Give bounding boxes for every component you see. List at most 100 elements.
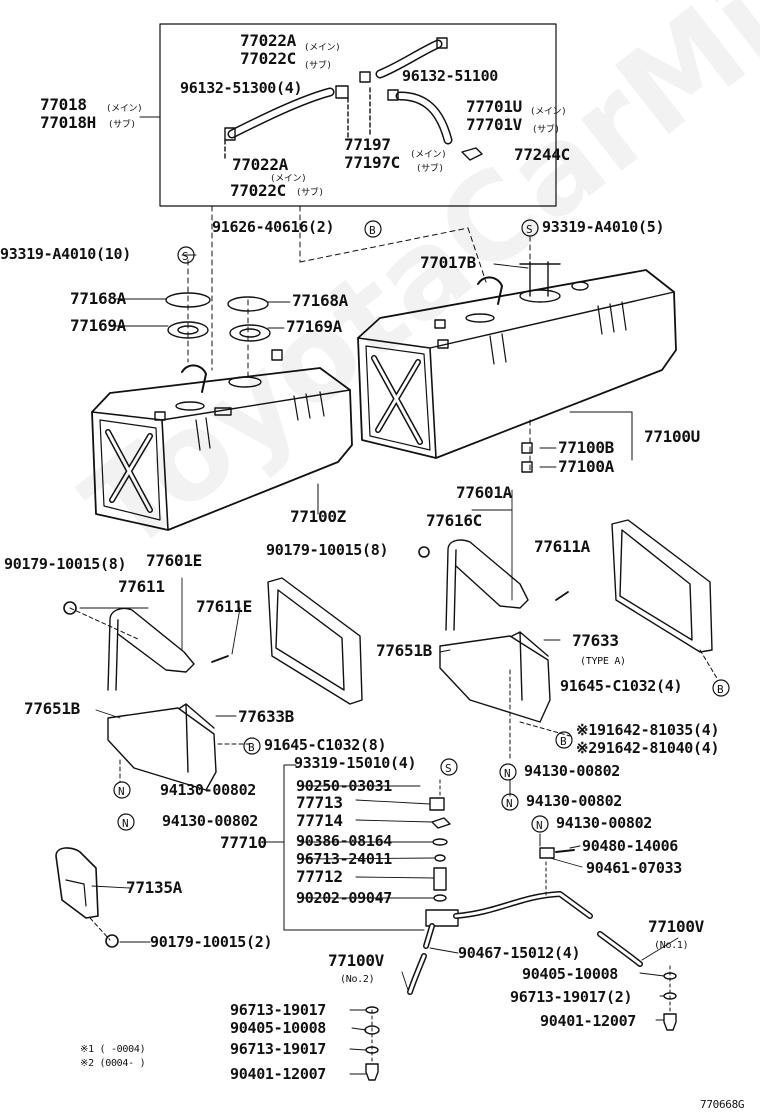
clamp bbox=[436, 37, 448, 49]
part-77100b: 77100B bbox=[558, 438, 614, 457]
symbol-n bbox=[531, 815, 549, 833]
part-77701v-note: (サブ) bbox=[532, 125, 560, 135]
symbol-n bbox=[113, 781, 131, 799]
symbol-b-letter: B bbox=[560, 735, 567, 748]
part-77701u: 77701U bbox=[466, 97, 522, 116]
symbol-s-letter: S bbox=[445, 762, 452, 775]
symbol-n-letter: N bbox=[536, 819, 543, 832]
bracket-group-right bbox=[267, 519, 713, 723]
symbol-n bbox=[117, 813, 135, 831]
part-77714: 77714 bbox=[296, 811, 343, 830]
part-91642-81035: ※191642-81035(4) bbox=[576, 721, 720, 739]
part-77018-note: (メイン) bbox=[106, 104, 143, 114]
clamp bbox=[224, 127, 236, 141]
symbol-b bbox=[243, 737, 261, 755]
part-77018h-note: (サブ) bbox=[108, 120, 136, 130]
symbol-n-letter: N bbox=[122, 817, 129, 830]
part-77611e: 77611E bbox=[196, 597, 252, 616]
symbol-s-letter: S bbox=[526, 223, 533, 236]
part-77601a: 77601A bbox=[456, 483, 512, 502]
part-77168a-right: 77168A bbox=[292, 291, 348, 310]
part-77611a: 77611A bbox=[534, 537, 590, 556]
part-77100z: 77100Z bbox=[290, 507, 346, 526]
part-93319-a4010-10: 93319-A4010(10) bbox=[0, 245, 131, 263]
symbol-s bbox=[177, 246, 195, 264]
part-90401-12007-left: 90401-12007 bbox=[230, 1065, 327, 1083]
part-77712: 77712 bbox=[296, 867, 343, 886]
part-77651b-left: 77651B bbox=[24, 699, 80, 718]
part-77100a: 77100A bbox=[558, 457, 614, 476]
gasket-77168a-right bbox=[227, 296, 269, 312]
symbol-b bbox=[364, 220, 382, 238]
symbol-n-letter: N bbox=[504, 767, 511, 780]
part-94130-00802-left-2: 94130-00802 bbox=[162, 812, 259, 830]
part-96713-19017-left-2: 96713-19017 bbox=[230, 1040, 327, 1058]
part-77169a-left: 77169A bbox=[70, 316, 126, 335]
nut-90179 bbox=[63, 601, 77, 615]
part-77713: 77713 bbox=[296, 793, 343, 812]
part-77701v: 77701V bbox=[466, 115, 522, 134]
footnote-2: ※2 (0004- ) bbox=[80, 1058, 146, 1069]
symbol-n bbox=[499, 763, 517, 781]
bolt-77611e bbox=[211, 655, 229, 663]
part-77100v-no2: 77100V bbox=[328, 951, 384, 970]
part-77135a: 77135A bbox=[126, 878, 182, 897]
clamp bbox=[387, 89, 399, 101]
part-90250-03031: 90250-03031 bbox=[296, 777, 393, 795]
part-77197c-note: (サブ) bbox=[416, 164, 444, 174]
part-77633b: 77633B bbox=[238, 707, 294, 726]
part-90405-10008-right: 90405-10008 bbox=[522, 965, 619, 983]
bolt-77100a bbox=[521, 461, 533, 473]
nut-90179-right bbox=[418, 546, 430, 558]
part-90405-10008-left: 90405-10008 bbox=[230, 1019, 327, 1037]
bracket-group-left bbox=[107, 607, 217, 791]
cushion-77100b bbox=[521, 442, 533, 454]
part-77651b-right: 77651B bbox=[376, 641, 432, 660]
part-77168a-left: 77168A bbox=[70, 289, 126, 308]
part-77633: 77633 bbox=[572, 631, 619, 650]
part-90461-07033: 90461-07033 bbox=[586, 859, 683, 877]
part-77197: 77197 bbox=[344, 135, 391, 154]
part-77018h: 77018H bbox=[40, 113, 96, 132]
part-77169a-right: 77169A bbox=[286, 317, 342, 336]
fuel-tank-77100z bbox=[91, 349, 353, 531]
symbol-n-letter: N bbox=[118, 785, 125, 798]
part-77100v-no1: 77100V bbox=[648, 917, 704, 936]
symbol-n bbox=[501, 793, 519, 811]
part-77018: 77018 bbox=[40, 95, 87, 114]
part-77022c-top-note: (サブ) bbox=[304, 61, 332, 71]
symbol-s bbox=[440, 758, 458, 776]
part-93319-15010: 93319-15010(4) bbox=[294, 754, 417, 772]
part-77022c-top: 77022C bbox=[240, 49, 296, 68]
part-90386-08164: 90386-08164 bbox=[296, 832, 393, 850]
part-77022a-bottom-note: (メイン) bbox=[270, 174, 307, 184]
part-77701u-note: (メイン) bbox=[530, 107, 567, 117]
part-90179-10015-left: 90179-10015(8) bbox=[4, 555, 127, 573]
clamp bbox=[335, 85, 349, 99]
symbol-s bbox=[521, 219, 539, 237]
part-91645-c1032-8: 91645-C1032(8) bbox=[264, 736, 387, 754]
part-77244c: 77244C bbox=[514, 145, 570, 164]
part-90179-10015-2: 90179-10015(2) bbox=[150, 933, 273, 951]
part-77611: 77611 bbox=[118, 577, 165, 596]
part-77197c: 77197C bbox=[344, 153, 400, 172]
symbol-b-letter: B bbox=[248, 741, 255, 754]
part-91642-81040: ※291642-81040(4) bbox=[576, 739, 720, 757]
fuel-tank-77100u bbox=[357, 261, 677, 459]
part-96713-19017-right: 96713-19017(2) bbox=[510, 988, 633, 1006]
part-77022a-top: 77022A bbox=[240, 31, 296, 50]
part-90179-10015-right: 90179-10015(8) bbox=[266, 541, 389, 559]
inset-box bbox=[159, 23, 557, 207]
part-96132-51300: 96132-51300(4) bbox=[180, 79, 303, 97]
part-96713-24011: 96713-24011 bbox=[296, 850, 393, 868]
part-77616c: 77616C bbox=[426, 511, 482, 530]
symbol-n-letter: N bbox=[506, 797, 513, 810]
part-90480-14006: 90480-14006 bbox=[582, 837, 679, 855]
part-94130-00802-right-1: 94130-00802 bbox=[524, 762, 621, 780]
part-77100u: 77100U bbox=[644, 427, 700, 446]
part-77601e: 77601E bbox=[146, 551, 202, 570]
part-91626-40616: 91626-40616(2) bbox=[212, 218, 335, 236]
symbol-b-letter: B bbox=[369, 224, 376, 237]
